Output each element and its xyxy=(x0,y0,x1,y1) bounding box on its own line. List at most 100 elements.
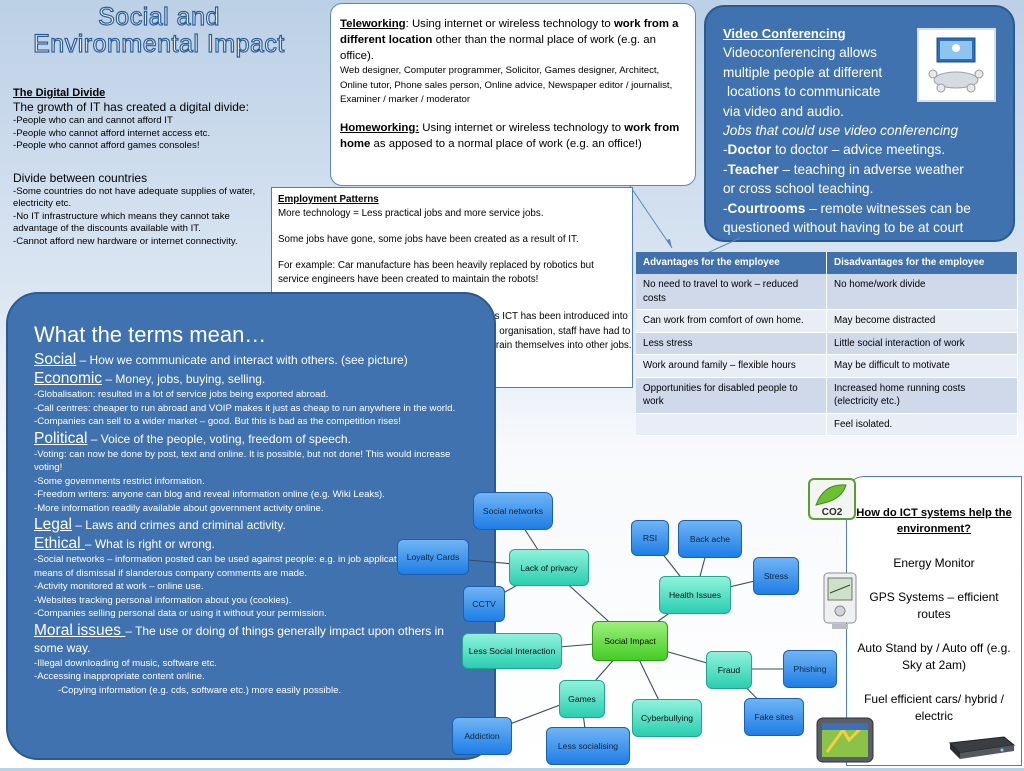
mindmap-node-stress: Stress xyxy=(753,557,799,595)
term-legal: Legal – Laws and crimes and criminal act… xyxy=(34,516,286,533)
video-item-courtrooms-cont: questioned without having to be at court xyxy=(723,220,964,236)
term-economic: Economic – Money, jobs, buying, selling. xyxy=(34,370,266,387)
ict-item: Energy Monitor xyxy=(893,556,975,570)
teleworking-box: Teleworking: Using internet or wireless … xyxy=(330,3,696,186)
moral-point: -Illegal downloading of music, software … xyxy=(34,657,217,669)
countries-point: -Cannot afford new hardware or internet … xyxy=(13,235,238,247)
countries-heading: Divide between countries xyxy=(13,170,148,185)
ethical-point: -Websites tracking personal information … xyxy=(34,594,292,606)
economic-point: -Companies can sell to a wider market – … xyxy=(34,416,401,427)
table-cell: Feel isolated. xyxy=(826,413,1018,436)
economic-point: -Globalisation: resulted in a lot of ser… xyxy=(34,389,329,400)
mindmap-node-lack-of-privacy: Lack of privacy xyxy=(509,549,589,586)
table-row: Opportunities for disabled people to wor… xyxy=(636,377,1018,414)
mindmap-node-less-socialising: Less socialising xyxy=(546,727,630,765)
mindmap-node-games: Games xyxy=(559,680,605,718)
table-cell: May become distracted xyxy=(826,309,1018,333)
table-header: Advantages for the employee xyxy=(636,252,827,274)
homeworking-def-b: as apposed to a normal place of work (e.… xyxy=(370,137,642,150)
moral-point: -Accessing inappropriate content online. xyxy=(34,671,205,682)
term-political: Political – Voice of the people, voting,… xyxy=(34,429,351,447)
video-item-courtrooms: -Courtrooms – remote witnesses can be xyxy=(723,200,971,216)
mindmap-node-social-impact: Social Impact xyxy=(592,621,668,661)
table-cell: No need to travel to work – reduced cost… xyxy=(636,274,827,310)
political-point: -Some governments restrict information. xyxy=(34,475,205,487)
digital-divide-intro: The growth of IT has created a digital d… xyxy=(13,100,249,114)
mindmap-node-social-networks: Social networks xyxy=(473,492,553,530)
economic-point: -Call centres: cheaper to run abroad and… xyxy=(34,402,456,414)
video-conferencing-heading: Video Conferencing xyxy=(723,26,846,41)
teleworking-def-b: other than the normal place of work (e.g… xyxy=(340,34,656,62)
political-point: -Freedom writers: anyone can blog and re… xyxy=(34,489,385,500)
terms-title: What the terms mean… xyxy=(34,322,267,347)
ethical-point: -Activity monitored at work – online use… xyxy=(34,581,204,592)
mindmap-node-fake-sites: Fake sites xyxy=(744,698,804,736)
gps-device-icon xyxy=(815,716,875,766)
ict-item: Fuel efficient cars/ hybrid / electric xyxy=(864,692,1004,723)
table-header: Disadvantages for the employee xyxy=(826,252,1018,274)
ict-item: GPS Systems – efficient routes xyxy=(869,590,999,621)
digital-divide-point: -People who can and cannot afford IT xyxy=(13,115,173,126)
ict-item: Auto Stand by / Auto off (e.g. Sky at 2a… xyxy=(857,641,1011,672)
countries-point: -No IT infrastructure which means they c… xyxy=(13,210,230,235)
homeworking-def-a: Using internet or wireless technology to xyxy=(419,121,625,134)
energy-monitor-icon xyxy=(818,571,862,631)
advantages-table: Advantages for the employee Disadvantage… xyxy=(636,252,1018,436)
term-ethical: Ethical – What is right or wrong. xyxy=(34,535,215,552)
political-point: -Voting: can now be done by post, text a… xyxy=(34,448,451,474)
video-conference-image xyxy=(917,28,996,102)
mindmap-node-loyalty-cards: Loyalty Cards xyxy=(397,539,469,575)
teleworking-def-bold: work from a different location xyxy=(340,18,679,46)
term-moral: Moral issues – The use or doing of thing… xyxy=(34,621,444,655)
video-line: Videoconferencing allows xyxy=(723,45,877,61)
video-line: locations to communicate xyxy=(727,84,881,100)
mindmap-node-fraud: Fraud xyxy=(706,651,752,689)
co2-icon: CO2 xyxy=(806,477,858,522)
terms-panel: What the terms mean… Social – How we com… xyxy=(6,292,496,760)
mindmap-node-addiction: Addiction xyxy=(452,717,512,755)
table-row: Feel isolated. xyxy=(636,413,1018,436)
mindmap-node-rsi: RSI xyxy=(631,520,669,556)
employment-heading: Employment Patterns xyxy=(278,194,379,205)
digital-divide-section: The Digital Divide The growth of IT has … xyxy=(13,87,275,248)
digital-divide-heading: The Digital Divide xyxy=(13,87,106,99)
table-cell: Increased home running costs (electricit… xyxy=(826,377,1018,414)
table-cell: No home/work divide xyxy=(826,274,1018,310)
video-item-teacher-cont: or cross school teaching. xyxy=(723,181,874,197)
video-item-doctor: -Doctor to doctor – advice meetings. xyxy=(723,142,946,158)
digital-divide-point: -People who cannot afford games consoles… xyxy=(13,140,200,151)
mindmap-node-less-social-interaction: Less Social Interaction xyxy=(462,633,562,669)
mindmap-node-health-issues: Health Issues xyxy=(659,576,731,614)
employment-p1: More technology = Less practical jobs an… xyxy=(278,208,544,219)
teleworking-def-a: : Using internet or wireless technology … xyxy=(405,18,611,30)
table-cell: Opportunities for disabled people to wor… xyxy=(636,377,827,414)
mindmap-node-cctv: CCTV xyxy=(463,586,505,622)
table-cell: Less stress xyxy=(636,332,827,355)
countries-point: -Some countries do not have adequate sup… xyxy=(13,185,256,210)
table-cell: Can work from comfort of own home. xyxy=(636,309,827,333)
video-line: multiple people at different xyxy=(723,64,883,80)
term-social: Social – How we communicate and interact… xyxy=(34,351,408,368)
ethical-point: -Social networks – information posted ca… xyxy=(34,554,447,579)
teleworking-term: Teleworking xyxy=(340,18,406,30)
homeworking-def-bold: work from home xyxy=(340,121,680,150)
digital-divide-point: -People who cannot afford internet acces… xyxy=(13,127,211,139)
ict-environment-box: How do ICT systems help the environment?… xyxy=(846,476,1022,766)
table-cell: Little social interaction of work xyxy=(826,332,1018,355)
video-item-teacher: -Teacher – teaching in adverse weather xyxy=(723,161,964,177)
employment-side-note: As ICT has been introduced into an organ… xyxy=(484,311,632,351)
moral-point: -Copying information (e.g. cds, software… xyxy=(58,684,342,696)
political-point: -More information readily available abou… xyxy=(34,502,324,514)
page-title: Social and Environmental Impact xyxy=(0,3,318,58)
table-cell: May be difficult to motivate xyxy=(826,354,1018,378)
table-cell: Work around family – flexible hours xyxy=(636,354,827,378)
homeworking-term: Homeworking: xyxy=(340,121,420,134)
set-top-box-icon xyxy=(946,731,1016,761)
table-row: No need to travel to work – reduced cost… xyxy=(636,274,1018,310)
teleworking-jobs: Web designer, Computer programmer, Solic… xyxy=(340,65,673,105)
employment-p3: For example: Car manufacture has been he… xyxy=(278,260,594,285)
table-row: Can work from comfort of own home.May be… xyxy=(636,309,1018,333)
mindmap-node-phishing: Phishing xyxy=(783,650,837,688)
